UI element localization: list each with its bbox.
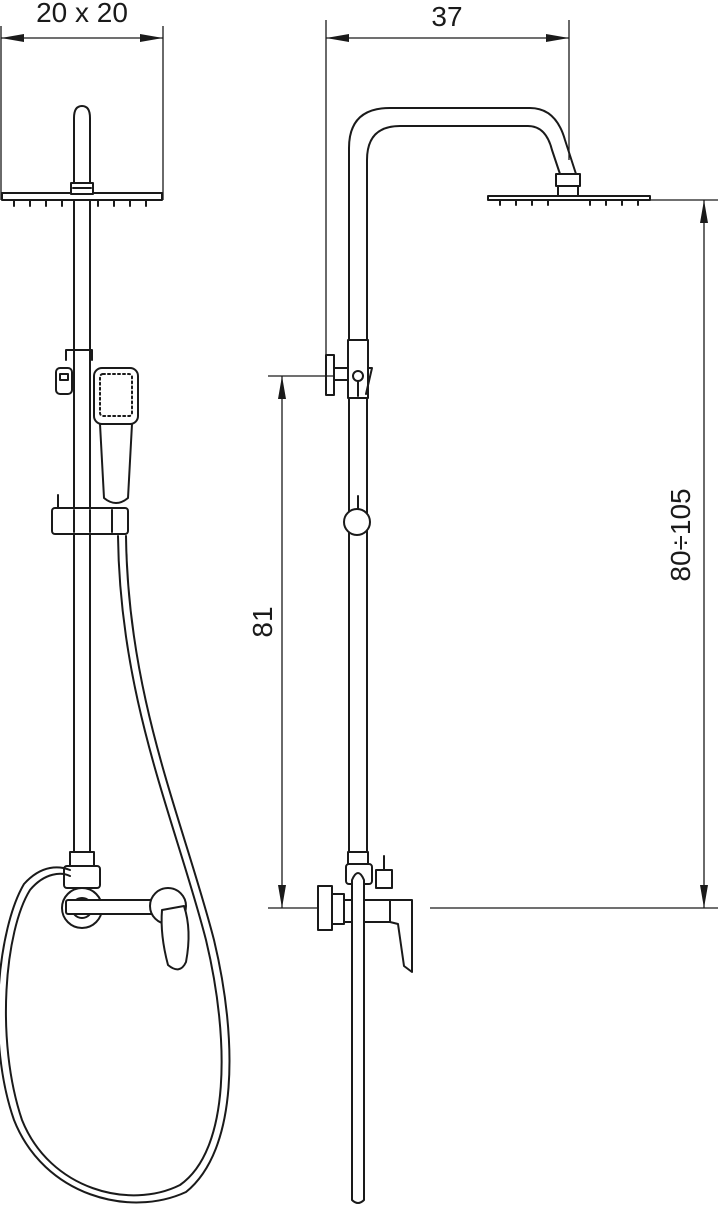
rain-head-front xyxy=(1,182,163,207)
curved-arm xyxy=(348,107,577,341)
top-arm-front xyxy=(73,105,91,184)
hand-shower-front xyxy=(55,349,139,504)
side-view: 37 xyxy=(247,1,718,1204)
mixer-holder-label: 81 xyxy=(247,606,278,637)
diverter-front xyxy=(61,851,190,971)
mixer-holder-dimension: 81 xyxy=(247,375,334,909)
front-view: 20 x 20 xyxy=(0,0,231,1204)
slide-bracket-front xyxy=(51,494,129,535)
holder-side xyxy=(325,339,373,399)
curved-arm-inner xyxy=(366,125,561,341)
rain-head-side xyxy=(487,173,651,206)
hose-front-inner xyxy=(0,535,231,1204)
head-size-label: 20 x 20 xyxy=(36,0,128,28)
mixer-side xyxy=(317,851,413,1204)
column-side xyxy=(348,339,368,853)
hose-front xyxy=(4,535,223,1197)
head-height-label: 80÷105 xyxy=(665,488,696,581)
slider-knob-side xyxy=(343,495,371,536)
reach-dimension: 37 xyxy=(325,1,570,360)
reach-label: 37 xyxy=(431,1,462,32)
head-height-dimension: 80÷105 xyxy=(430,199,718,909)
head-size-dimension: 20 x 20 xyxy=(0,0,164,200)
